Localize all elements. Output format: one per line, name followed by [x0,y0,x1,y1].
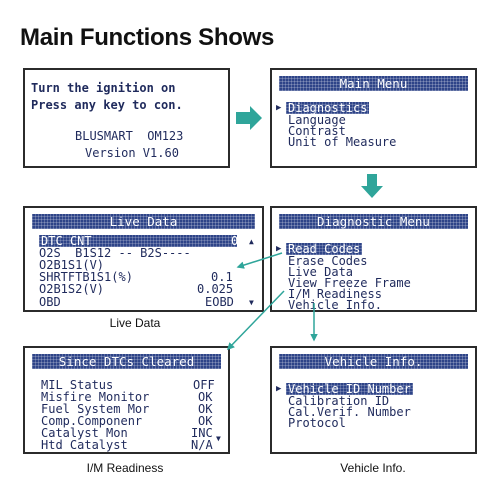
im-label-2: Fuel System Mor [41,402,150,416]
vehicle-item-protocol[interactable]: Protocol [288,416,346,430]
im-readiness-caption: I/M Readiness [86,461,164,475]
live-data-label-1: O2S B1S12 -- B2S---- [39,246,191,260]
vehicle-info-caption: Vehicle Info. [340,461,406,475]
vehicle-item-calibration-id[interactable]: Calibration ID [288,394,390,408]
live-data-screen: Live Data DTC_CNT 0 ▲ O2S B1S12 -- B2S--… [23,206,264,312]
arrow-down-icon[interactable]: ▼ [216,434,221,443]
live-data-label-4: O2B1S2(V) [39,282,105,296]
live-data-label-2: O2B1S1(V) [39,258,105,272]
vehicle-info-screen: Vehicle Info. ▶ Vehicle ID Number Calibr… [270,346,477,454]
triangle-right-icon: ▶ [276,244,282,254]
triangle-right-icon: ▶ [276,103,282,113]
welcome-line-4: Version V1.60 [85,146,179,160]
welcome-line-1: Turn the ignition on [31,81,176,95]
live-data-label-5: OBD [39,295,61,309]
vehicle-info-title: Vehicle Info. [279,354,468,369]
diag-item-erase-codes[interactable]: Erase Codes [288,254,368,268]
arrow-up-icon[interactable]: ▲ [249,237,254,246]
main-menu-item-language[interactable]: Language [288,113,346,127]
live-data-value-5: EOBD [205,295,234,309]
live-data-title: Live Data [32,214,255,229]
since-dtcs-screen: Since DTCs Cleared MIL Status OFF Misfir… [23,346,230,454]
diagnostic-menu-title: Diagnostic Menu [279,214,468,229]
im-value-5: N/A [191,438,213,452]
main-menu-item-contrast[interactable]: Contrast [288,124,346,138]
vehicle-item-cal-verif[interactable]: Cal.Verif. Number [288,405,411,419]
teal-arrow-icon [361,174,383,198]
live-data-value-0: 0 [231,234,239,248]
main-menu-title: Main Menu [279,76,468,91]
live-data-value-3: 0.1 [211,270,233,284]
im-label-3: Comp.Componenr [41,414,143,428]
im-label-1: Misfire Monitor [41,390,150,404]
main-menu-item-diagnostics[interactable]: Diagnostics [288,101,368,115]
page-title: Main Functions Shows [20,24,275,51]
diag-item-im-readiness[interactable]: I/M Readiness [288,287,382,301]
live-data-label-0[interactable]: DTC_CNT [39,235,237,247]
arrow-down-icon[interactable]: ▼ [249,298,254,307]
diagnostic-menu-screen: Diagnostic Menu ▶ Read Codes Erase Codes… [270,206,477,312]
welcome-line-2: Press any key to con. [31,98,183,112]
teal-arrow-icon [236,252,283,269]
im-label-0: MIL Status [41,378,114,392]
teal-arrow-icon [236,106,262,130]
triangle-right-icon: ▶ [276,384,282,394]
diag-item-live-data[interactable]: Live Data [288,265,354,279]
teal-arrow-icon [226,290,285,351]
live-data-caption: Live Data [109,316,161,330]
im-value-3: OK [198,414,213,428]
since-dtcs-title: Since DTCs Cleared [32,354,221,369]
live-data-label-3: SHRTFTB1S1(%) [39,270,133,284]
im-value-1: OK [198,390,213,404]
live-data-value-4: 0.025 [197,282,234,296]
im-value-2: OK [198,402,213,416]
diag-item-read-codes[interactable]: Read Codes [288,242,361,256]
welcome-line-3: BLUSMART OM123 [75,129,184,143]
diag-item-view-freeze-frame[interactable]: View Freeze Frame [288,276,411,290]
main-menu-screen: Main Menu ▶ Diagnostics Language Contras… [270,68,477,168]
welcome-screen: Turn the ignition on Press any key to co… [23,68,230,168]
im-label-4: Catalyst Mon [41,426,128,440]
im-label-5: Htd Catalyst [41,438,128,452]
main-menu-item-unit-of-measure[interactable]: Unit of Measure [288,135,397,149]
im-value-4: INC [191,426,213,440]
vehicle-item-vin[interactable]: Vehicle ID Number [287,382,411,396]
im-value-0: OFF [193,378,215,392]
